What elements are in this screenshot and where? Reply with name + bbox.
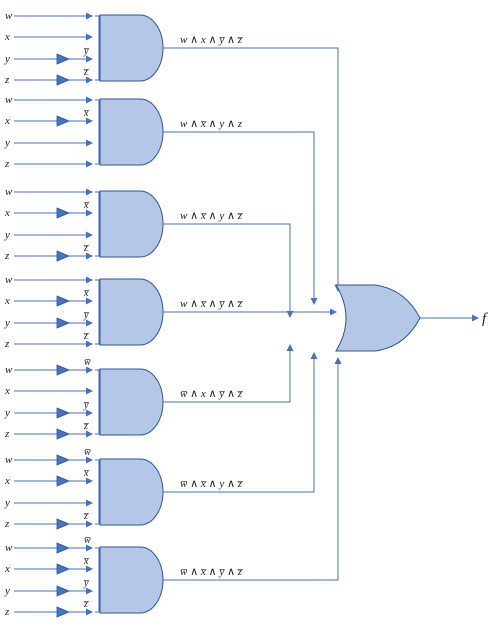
input-label-z: z: [4, 338, 10, 350]
term-expression: w̅ ∧ x ∧ y̅ ∧ z̅: [180, 388, 244, 400]
inverted-label-z: z̅: [83, 511, 90, 522]
inverter-triangle: [56, 364, 71, 376]
inverter-triangle: [56, 518, 71, 530]
inverted-label-x: x̅: [83, 556, 90, 567]
or-gate: [335, 284, 421, 352]
output-label-f: f: [482, 311, 488, 327]
inverter-triangle: [56, 115, 71, 127]
input-label-y: y: [4, 585, 10, 597]
and-gate-4: [99, 278, 164, 346]
inverter-triangle: [56, 475, 71, 487]
input-label-x: x: [4, 563, 10, 575]
input-bracket: [95, 99, 100, 165]
input-bracket: [95, 279, 100, 345]
term-expression: w ∧ x̅ ∧ y̅ ∧ z̅: [180, 298, 244, 310]
inverter-triangle: [56, 606, 71, 618]
inverted-label-w: w̅: [84, 535, 91, 546]
and-output-wire: [163, 352, 318, 493]
and-output-wire: [163, 357, 342, 581]
and-output-wire: [163, 344, 294, 403]
inverter-triangle: [56, 542, 71, 554]
and-gate-2: [99, 98, 164, 166]
inverted-label-w: w̅: [84, 357, 91, 368]
and-gate-6: [99, 458, 164, 526]
input-label-w: w: [5, 542, 13, 554]
inverter-triangle: [56, 53, 71, 65]
inverter-triangle: [56, 407, 71, 419]
inverter-triangle: [56, 207, 71, 219]
input-label-w: w: [5, 186, 13, 198]
input-label-x: x: [4, 295, 10, 307]
inverter-triangle: [56, 428, 71, 440]
input-bracket: [95, 459, 100, 525]
inverted-label-y: y̅: [83, 400, 90, 411]
input-label-z: z: [4, 518, 10, 530]
inverted-label-x: x̅: [83, 200, 90, 211]
input-label-x: x: [4, 475, 10, 487]
inverted-label-z: z̅: [83, 243, 90, 254]
input-label-x: x: [4, 31, 10, 43]
input-bracket: [95, 191, 100, 257]
inverter-triangle: [56, 74, 71, 86]
input-label-y: y: [4, 317, 10, 329]
inverted-label-x: x̅: [83, 468, 90, 479]
inverted-label-z: z̅: [83, 421, 90, 432]
inverted-label-z: z̅: [83, 331, 90, 342]
input-label-x: x: [4, 115, 10, 127]
input-label-x: x: [4, 385, 10, 397]
inverted-label-y: y̅: [83, 310, 90, 321]
term-expression: w ∧ x̅ ∧ y ∧ z̅: [180, 210, 244, 222]
input-label-w: w: [5, 454, 13, 466]
inverter-triangle: [56, 585, 71, 597]
input-label-y: y: [4, 137, 10, 149]
input-label-w: w: [5, 274, 13, 286]
input-label-x: x: [4, 207, 10, 219]
input-label-y: y: [4, 53, 10, 65]
inverter-triangle: [56, 250, 71, 262]
and-gate-3: [99, 190, 164, 258]
term-expression: w ∧ x ∧ y̅ ∧ z̅: [180, 34, 244, 46]
input-label-z: z: [4, 74, 10, 86]
inverted-label-z: z̅: [83, 67, 90, 78]
term-expression: w̅ ∧ x̅ ∧ y̅ ∧ z̅: [180, 566, 244, 578]
inverter-triangle: [56, 563, 71, 575]
input-label-w: w: [5, 94, 13, 106]
input-label-w: w: [5, 10, 13, 22]
input-label-z: z: [4, 158, 10, 170]
input-label-y: y: [4, 229, 10, 241]
and-gate-7: [99, 546, 164, 614]
input-label-z: z: [4, 606, 10, 618]
inverter-triangle: [56, 317, 71, 329]
inverted-label-y: y̅: [83, 578, 90, 589]
input-bracket: [95, 547, 100, 613]
term-expression: w ∧ x̅ ∧ y ∧ z: [180, 118, 243, 130]
inverted-label-y: y̅: [83, 46, 90, 57]
input-label-y: y: [4, 407, 10, 419]
input-label-y: y: [4, 497, 10, 509]
and-output-wire: [163, 131, 318, 305]
term-expression: w̅ ∧ x̅ ∧ y ∧ z̅: [180, 478, 244, 490]
and-output-wire: [163, 223, 294, 318]
input-label-z: z: [4, 428, 10, 440]
input-bracket: [95, 369, 100, 435]
inverted-label-w: w̅: [84, 447, 91, 458]
and-gate-5: [99, 368, 164, 436]
and-output-wire: [163, 47, 342, 292]
inverted-label-x: x̅: [83, 108, 90, 119]
inverted-label-x: x̅: [83, 288, 90, 299]
inverted-label-z: z̅: [83, 599, 90, 610]
inverter-triangle: [56, 454, 71, 466]
inverter-triangle: [56, 295, 71, 307]
input-label-z: z: [4, 250, 10, 262]
input-bracket: [95, 15, 100, 81]
and-gate-1: [99, 14, 164, 82]
input-label-w: w: [5, 364, 13, 376]
